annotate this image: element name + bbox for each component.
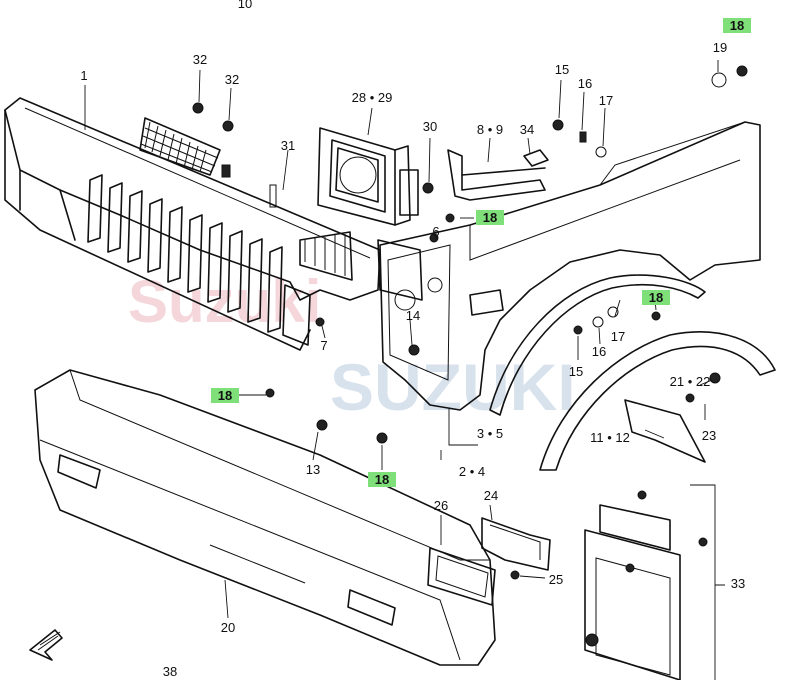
- fender-flare: [539, 331, 776, 471]
- callout-c20: 20: [221, 620, 235, 635]
- watermark: Suzuki SUZUKI: [128, 268, 576, 424]
- callout-c17b: 17: [611, 329, 625, 344]
- callout-c7: 7: [320, 338, 327, 353]
- callout-c32b: 32: [225, 72, 239, 87]
- front-bumper: [34, 369, 496, 666]
- callout-c18d: 18: [218, 388, 232, 403]
- callout-c38: 38: [163, 664, 177, 679]
- callout-c17a: 17: [599, 93, 613, 108]
- callout-c10: 10: [238, 0, 252, 11]
- watermark-line2: SUZUKI: [330, 350, 576, 424]
- grille-panel: [4, 97, 381, 351]
- leader-lines: [84, 60, 719, 619]
- callout-highlight-c18e: [368, 472, 396, 487]
- callout-highlight-c18b: [476, 210, 504, 225]
- callout-c35: 3 • 5: [477, 426, 503, 441]
- fasteners: [192, 65, 748, 647]
- callout-c18c: 18: [649, 290, 663, 305]
- callout-c16b: 16: [592, 344, 606, 359]
- bracket-8-9: [447, 149, 546, 201]
- headlight-bezel: [317, 127, 411, 226]
- callout-highlight-c18c: [642, 290, 670, 305]
- callout-c18a: 18: [730, 18, 744, 33]
- arch-molding: [489, 274, 706, 416]
- callout-c28: 28 • 29: [352, 90, 393, 105]
- callout-c13: 13: [306, 462, 320, 477]
- fog-lamp: [427, 547, 496, 606]
- bracket-24: [481, 517, 551, 571]
- callout-c14: 14: [406, 308, 420, 323]
- callout-c32a: 32: [193, 52, 207, 67]
- license-plate-bracket: [584, 484, 725, 680]
- watermark-line1: Suzuki: [128, 268, 321, 335]
- callout-c24lbl: 2 • 4: [459, 464, 485, 479]
- callout-c18e: 18: [375, 472, 389, 487]
- callout-c19: 19: [713, 40, 727, 55]
- callout-c2122: 21 • 22: [670, 374, 711, 389]
- callout-c30: 30: [423, 119, 437, 134]
- callout-highlight-c18d: [211, 388, 239, 403]
- callout-c15b: 15: [569, 364, 583, 379]
- callout-c34: 34: [520, 122, 534, 137]
- callout-c1112: 11 • 12: [590, 430, 630, 445]
- mud-flap: [624, 399, 706, 463]
- callout-c18b: 18: [483, 210, 497, 225]
- callout-c31: 31: [281, 138, 295, 153]
- callout-c89: 8 • 9: [477, 122, 503, 137]
- callout-c1: 1: [80, 68, 87, 83]
- callout-c33: 33: [731, 576, 745, 591]
- callout-c15a: 15: [555, 62, 569, 77]
- callout-c6: 6: [432, 224, 439, 239]
- front-direction-arrow: [29, 629, 63, 661]
- front-fender: [379, 121, 761, 411]
- clip-34: [523, 149, 549, 167]
- callout-c23: 23: [702, 428, 716, 443]
- callout-c24: 24: [484, 488, 498, 503]
- callout-c25: 25: [549, 572, 563, 587]
- callout-highlight-c18a: [723, 18, 751, 33]
- callout-c26: 26: [434, 498, 448, 513]
- callout-c16a: 16: [578, 76, 592, 91]
